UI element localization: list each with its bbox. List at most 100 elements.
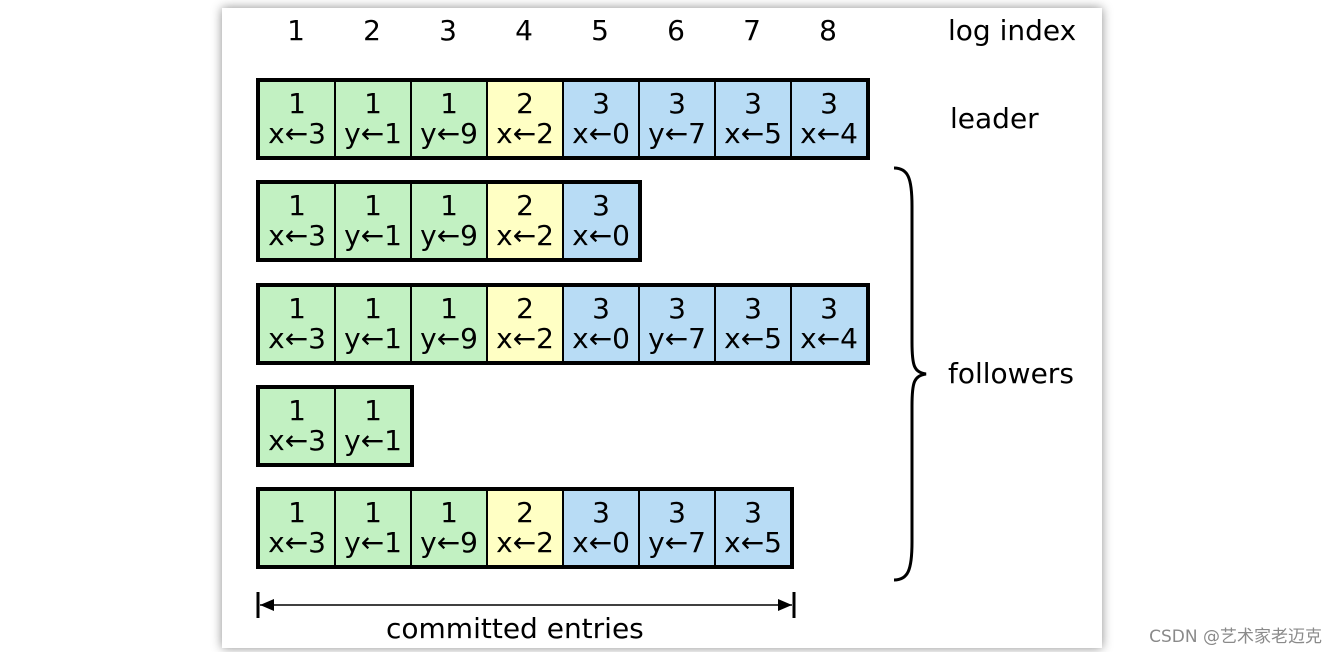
log-index-6: 6: [667, 14, 685, 47]
entry-term: 3: [592, 496, 610, 529]
entry-term: 2: [516, 87, 534, 120]
entry-command: y←1: [344, 526, 402, 559]
entry-term: 1: [288, 189, 306, 222]
leader-label: leader: [950, 102, 1039, 135]
entry-term: 3: [820, 292, 838, 325]
entry-command: y←9: [420, 117, 478, 150]
entry-command: y←9: [420, 322, 478, 355]
entry-command: x←2: [496, 117, 554, 150]
entry-command: x←0: [572, 526, 630, 559]
entry-command: y←1: [344, 322, 402, 355]
entry-term: 1: [364, 87, 382, 120]
log-index-2: 2: [363, 14, 381, 47]
entry-term: 3: [744, 292, 762, 325]
log-index-3: 3: [439, 14, 457, 47]
entry-term: 1: [288, 394, 306, 427]
entry-term: 3: [820, 87, 838, 120]
entry-term: 2: [516, 189, 534, 222]
entry-term: 3: [668, 292, 686, 325]
log-index-label: log index: [948, 14, 1077, 47]
entry-command: x←3: [268, 117, 326, 150]
entry-term: 1: [364, 189, 382, 222]
entry-command: x←3: [268, 424, 326, 457]
entry-command: y←9: [420, 219, 478, 252]
committed-range-arrow-icon: [256, 592, 796, 618]
entry-term: 3: [668, 87, 686, 120]
entry-term: 3: [592, 189, 610, 222]
entry-command: x←4: [800, 117, 858, 150]
entry-command: y←1: [344, 219, 402, 252]
entry-command: x←5: [724, 117, 782, 150]
entry-term: 3: [668, 496, 686, 529]
log-index-5: 5: [591, 14, 609, 47]
entry-command: x←3: [268, 526, 326, 559]
log-index-4: 4: [515, 14, 533, 47]
entry-term: 1: [288, 496, 306, 529]
entry-command: x←0: [572, 322, 630, 355]
entry-term: 1: [364, 292, 382, 325]
entry-command: x←0: [572, 219, 630, 252]
entry-term: 3: [744, 496, 762, 529]
entry-command: y←9: [420, 526, 478, 559]
entry-command: x←0: [572, 117, 630, 150]
followers-brace-icon: [893, 166, 927, 582]
entry-term: 1: [440, 292, 458, 325]
entry-term: 3: [592, 87, 610, 120]
entry-command: y←1: [344, 424, 402, 457]
entry-term: 1: [440, 87, 458, 120]
followers-label: followers: [948, 357, 1074, 390]
entry-command: x←2: [496, 219, 554, 252]
entry-command: y←7: [648, 322, 706, 355]
entry-term: 3: [592, 292, 610, 325]
entry-command: x←4: [800, 322, 858, 355]
entry-term: 2: [516, 496, 534, 529]
entry-term: 1: [440, 189, 458, 222]
entry-command: y←7: [648, 117, 706, 150]
entry-command: x←2: [496, 322, 554, 355]
entry-term: 1: [364, 394, 382, 427]
entry-command: y←7: [648, 526, 706, 559]
entry-term: 3: [744, 87, 762, 120]
entry-command: y←1: [344, 117, 402, 150]
entry-command: x←2: [496, 526, 554, 559]
log-index-1: 1: [287, 14, 305, 47]
watermark: CSDN @艺术家老迈克: [1149, 627, 1322, 647]
entry-term: 2: [516, 292, 534, 325]
entry-term: 1: [364, 496, 382, 529]
entry-command: x←3: [268, 219, 326, 252]
entry-command: x←3: [268, 322, 326, 355]
entry-term: 1: [288, 87, 306, 120]
